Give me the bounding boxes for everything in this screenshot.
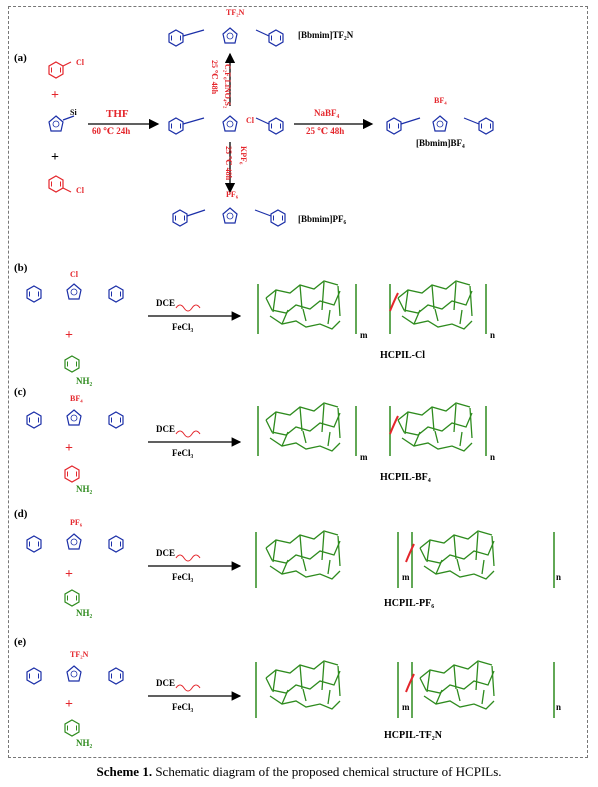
fecl3-d: FeCl₃ bbox=[172, 572, 194, 582]
thf-label: THF bbox=[106, 108, 129, 120]
benzyl-chloride-top bbox=[48, 61, 72, 79]
cl-label-2: Cl bbox=[76, 186, 84, 195]
svg-text:+: + bbox=[65, 328, 73, 343]
panel-label-c: (c) bbox=[14, 386, 27, 398]
sub-m-d: m bbox=[402, 572, 410, 582]
thf-condition: 60 ℃ 24h bbox=[92, 126, 131, 136]
fecl3-e: FeCl₃ bbox=[172, 702, 194, 712]
bf4-condition: 25 ℃ 48h bbox=[306, 126, 345, 136]
anion-bf4-a: BF₄ bbox=[434, 96, 447, 105]
bbmim-pf6 bbox=[172, 207, 286, 227]
dce-c: DCE bbox=[156, 424, 176, 434]
polymer-name-b: HCPIL-Cl bbox=[380, 350, 425, 361]
name-bbmim-bf4: [Bbmim]BF₄ bbox=[416, 138, 465, 148]
si-label: Si bbox=[70, 108, 77, 117]
sub-n-d: n bbox=[556, 572, 562, 582]
row-c: + bbox=[26, 402, 487, 483]
nh2-b: NH₂ bbox=[76, 376, 93, 386]
caption-text: Schematic diagram of the proposed chemic… bbox=[152, 764, 502, 779]
bbmim-bf4 bbox=[386, 115, 494, 135]
anion-tf2n-a: TF₂N bbox=[226, 8, 245, 17]
reaction-scheme: + + + bbox=[26, 27, 555, 737]
row-d: + bbox=[26, 530, 555, 607]
scheme-frame bbox=[8, 6, 588, 758]
benzyl-chloride-bottom bbox=[48, 175, 72, 193]
sub-m-b: m bbox=[360, 330, 368, 340]
sub-n-b: n bbox=[490, 330, 496, 340]
sub-n-c: n bbox=[490, 452, 496, 462]
bbmim-cl bbox=[168, 115, 284, 135]
tms-imidazole bbox=[48, 115, 75, 132]
nh2-c: NH₂ bbox=[76, 484, 93, 494]
bf4-reagent: NaBF₄ bbox=[314, 108, 340, 118]
anion-bf4-c: BF₄ bbox=[70, 394, 83, 403]
caption-label: Scheme 1. bbox=[96, 764, 153, 779]
scheme-caption: Scheme 1. Schematic diagram of the propo… bbox=[0, 764, 598, 780]
bbmim-tf2n bbox=[168, 27, 284, 47]
dce-b: DCE bbox=[156, 298, 176, 308]
tf2n-reagent: C₂F₆LiNO₄S₂ bbox=[223, 64, 232, 109]
plus-sign: + bbox=[51, 88, 59, 103]
name-bbmim-tf2n: [Bbmim]TF₂N bbox=[298, 30, 354, 40]
sub-m-c: m bbox=[360, 452, 368, 462]
anion-cl-b: Cl bbox=[70, 270, 78, 279]
polymer-name-c: HCPIL-BF₄ bbox=[380, 472, 431, 483]
row-e: + bbox=[26, 660, 555, 737]
panel-label-b: (b) bbox=[14, 262, 28, 274]
fecl3-c: FeCl₃ bbox=[172, 448, 194, 458]
cl-label: Cl bbox=[76, 58, 84, 67]
nh2-d: NH₂ bbox=[76, 608, 93, 618]
row-b: + bbox=[26, 280, 487, 373]
anion-pf6-d: PF₆ bbox=[70, 518, 83, 527]
svg-text:+: + bbox=[65, 697, 73, 712]
name-bbmim-pf6: [Bbmim]PF₆ bbox=[298, 214, 347, 224]
panel-label-d: (d) bbox=[14, 508, 28, 520]
tf2n-condition: 25 ℃ 48h bbox=[210, 60, 219, 95]
panel-label-a: (a) bbox=[14, 52, 27, 64]
svg-text:+: + bbox=[65, 567, 73, 582]
polymer-name-e: HCPIL-TF₂N bbox=[384, 730, 442, 741]
fecl3-b: FeCl₃ bbox=[172, 322, 194, 332]
pf6-reagent: KPF₆ bbox=[239, 146, 248, 165]
panel-label-e: (e) bbox=[14, 636, 27, 648]
sub-m-e: m bbox=[402, 702, 410, 712]
dce-e: DCE bbox=[156, 678, 176, 688]
plus-sign: + bbox=[51, 150, 59, 165]
dce-d: DCE bbox=[156, 548, 176, 558]
polymer-name-d: HCPIL-PF₆ bbox=[384, 598, 435, 609]
pf6-condition: 25 ℃ 48h bbox=[224, 146, 233, 181]
sub-n-e: n bbox=[556, 702, 562, 712]
anion-cl-a: Cl bbox=[246, 116, 254, 125]
nh2-e: NH₂ bbox=[76, 738, 93, 748]
anion-tf2n-e: TF₂N bbox=[70, 650, 89, 659]
anion-pf6-a: PF₆ bbox=[226, 190, 239, 199]
svg-text:+: + bbox=[65, 441, 73, 456]
